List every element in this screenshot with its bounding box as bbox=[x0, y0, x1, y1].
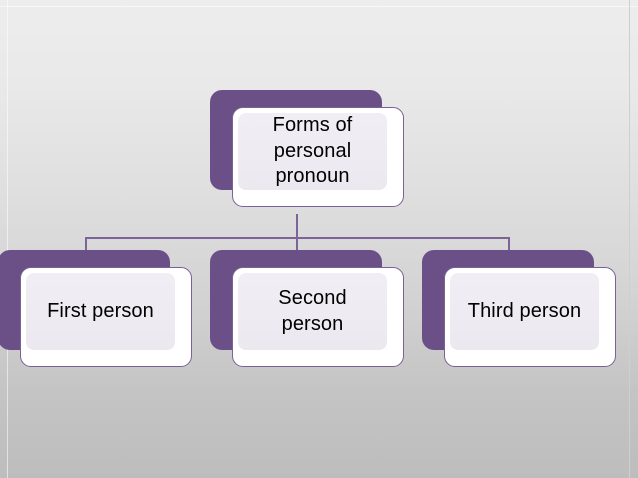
connector-drop-second bbox=[296, 237, 298, 255]
node-panel: Third person bbox=[450, 273, 599, 350]
slide-frame-right-edge bbox=[629, 0, 630, 478]
connector-root-stem bbox=[296, 214, 298, 250]
node-panel: First person bbox=[26, 273, 175, 350]
slide-frame-top-edge bbox=[0, 6, 638, 7]
slide-frame-left-edge bbox=[7, 0, 8, 478]
node-panel: Forms of personal pronoun bbox=[238, 113, 387, 190]
node-card: Forms of personal pronoun bbox=[232, 107, 404, 207]
node-label: First person bbox=[47, 299, 154, 322]
node-card: Third person bbox=[444, 267, 616, 367]
node-card: First person bbox=[20, 267, 192, 367]
connector-drop-first bbox=[85, 237, 87, 255]
connector-drop-third bbox=[508, 237, 510, 255]
node-card: Second person bbox=[232, 267, 404, 367]
node-label: Forms of personal pronoun bbox=[272, 114, 353, 188]
node-label: Second person bbox=[278, 286, 347, 335]
node-panel: Second person bbox=[238, 273, 387, 350]
node-label: Third person bbox=[467, 299, 582, 322]
